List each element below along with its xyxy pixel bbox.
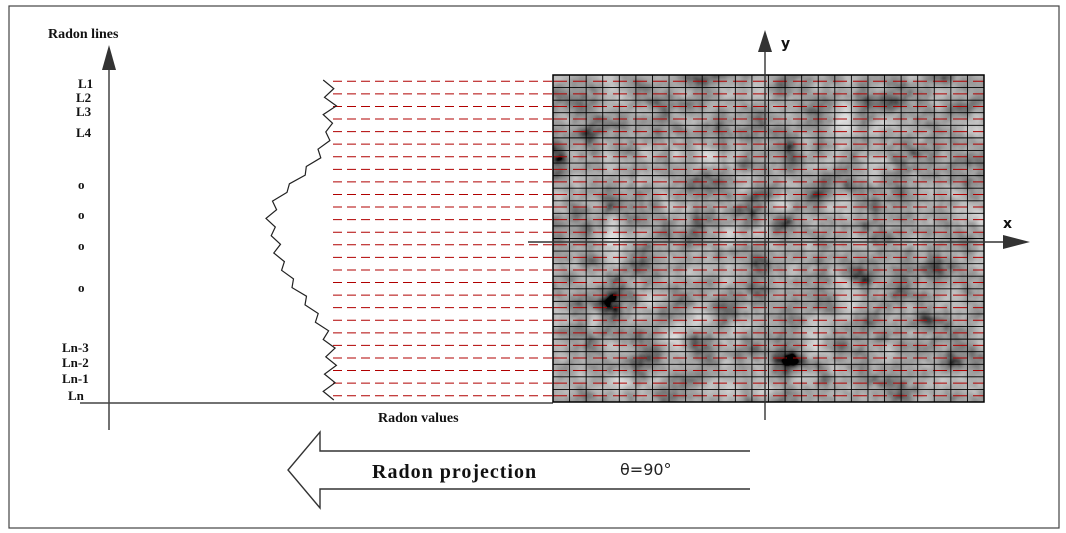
radon-values-title: Radon values xyxy=(378,411,459,426)
outer-frame xyxy=(8,5,1060,529)
radon-lines-title: Radon lines xyxy=(48,27,119,42)
projection-arrow xyxy=(287,430,750,510)
image-x-label: x xyxy=(1003,216,1012,232)
ellipsis-mark: o xyxy=(78,238,85,253)
image-scan-lines xyxy=(553,80,984,397)
ellipsis-mark: o xyxy=(78,280,85,295)
label-l2: L2 xyxy=(76,90,91,105)
projection-label: Radon projection xyxy=(372,461,537,483)
line-labels: L1 L2 L3 L4 o o o o Ln-3 Ln-2 Ln-1 Ln xyxy=(62,76,93,403)
label-l4: L4 xyxy=(76,125,92,140)
image-border xyxy=(552,74,985,403)
label-ln-3: Ln-3 xyxy=(62,340,89,355)
label-l3: L3 xyxy=(76,104,92,119)
image-y-axis-arrowhead xyxy=(758,30,772,52)
image-x-axis-arrowhead xyxy=(1003,235,1030,249)
label-l1: L1 xyxy=(78,76,93,91)
label-ln-2: Ln-2 xyxy=(62,355,89,370)
radon-lines-axis-arrowhead xyxy=(102,45,116,70)
projection-angle: θ=90° xyxy=(620,460,672,479)
label-ln-1: Ln-1 xyxy=(62,371,89,386)
image-y-label: y xyxy=(781,36,790,52)
scan-lines xyxy=(333,80,553,397)
label-ln: Ln xyxy=(68,388,85,403)
ellipsis-mark: o xyxy=(78,207,85,222)
image-grid xyxy=(553,75,984,402)
ellipsis-mark: o xyxy=(78,177,85,192)
radon-profile-curve xyxy=(265,79,338,401)
